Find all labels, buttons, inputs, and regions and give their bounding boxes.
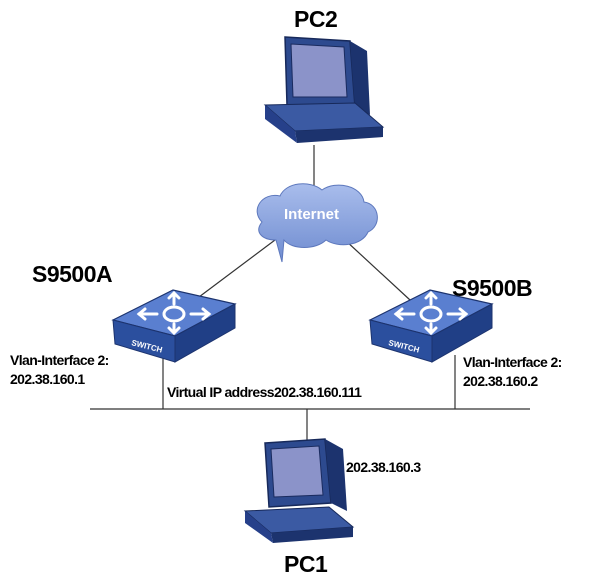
pc2-computer-icon xyxy=(263,36,385,143)
switch-b-icon: SWITCH xyxy=(368,289,494,363)
pc1-ip-label: 202.38.160.3 xyxy=(346,459,421,475)
switch-a-interface-name: Vlan-Interface 2: xyxy=(10,352,109,368)
pc1-computer-icon xyxy=(243,438,355,543)
pc2-label: PC2 xyxy=(294,6,338,32)
internet-cloud-icon xyxy=(256,183,378,263)
link-internet-switch-a xyxy=(194,239,276,301)
link-internet-switch-b xyxy=(344,239,411,301)
switch-a-label: S9500A xyxy=(32,261,113,287)
pc1-label: PC1 xyxy=(284,551,328,577)
virtual-ip-label: Virtual IP address202.38.160.111 xyxy=(167,384,362,400)
switch-a-icon: SWITCH xyxy=(111,289,237,363)
internet-label: Internet xyxy=(284,206,340,223)
switch-b-interface-name: Vlan-Interface 2: xyxy=(463,354,562,370)
connection-lines xyxy=(90,145,530,440)
switch-b-label: S9500B xyxy=(452,275,533,301)
switch-b-interface-ip: 202.38.160.2 xyxy=(463,373,538,389)
switch-a-interface-ip: 202.38.160.1 xyxy=(10,371,85,387)
